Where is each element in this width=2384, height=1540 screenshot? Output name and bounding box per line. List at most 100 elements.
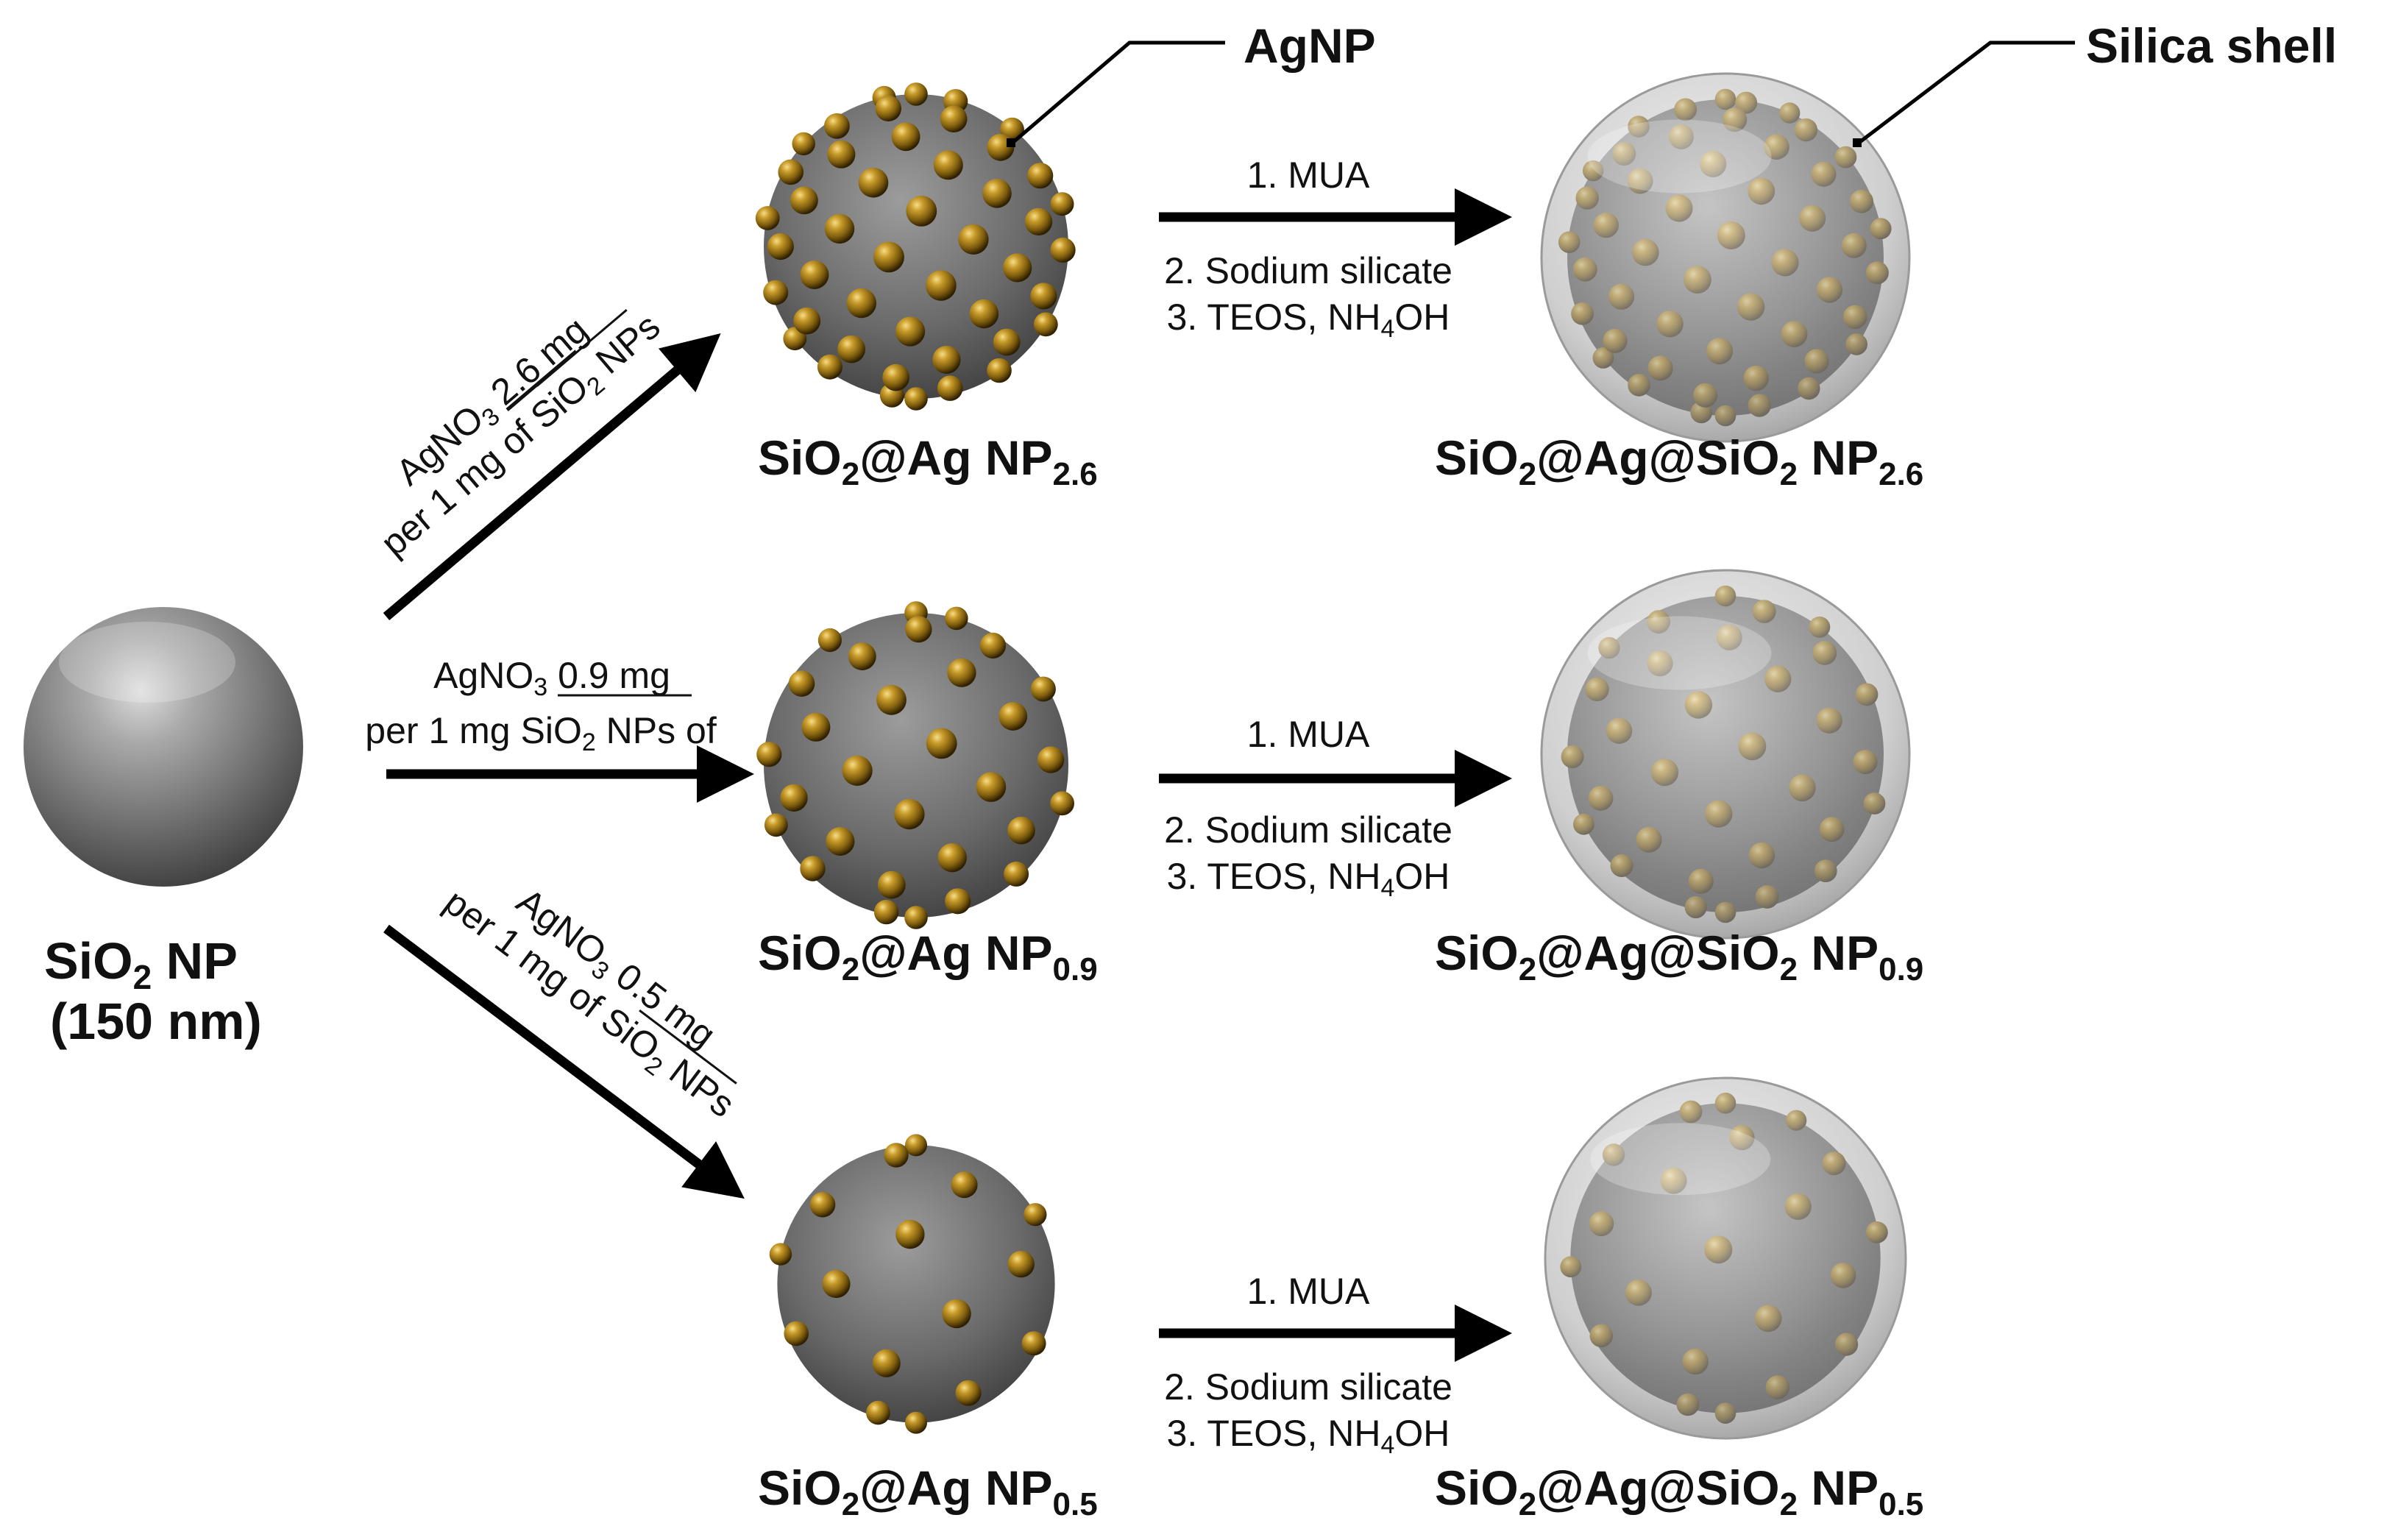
silver-nanoparticle	[846, 288, 877, 319]
silver-nanoparticle	[945, 888, 971, 915]
silver-nanoparticle	[942, 1299, 971, 1329]
silver-nanoparticle	[895, 1219, 925, 1249]
core-shell-particle-0.9	[1540, 569, 1911, 940]
svg-text:1. MUA: 1. MUA	[1247, 1271, 1370, 1312]
silver-nanoparticle	[780, 784, 808, 812]
coating-steps-row-0.5: 1. MUA 2. Sodium silicate 3. TEOS, NH4OH	[1164, 1271, 1452, 1459]
silver-nanoparticle	[951, 1171, 978, 1199]
silver-nanoparticle	[1030, 676, 1056, 702]
silver-nanoparticle	[894, 798, 925, 830]
svg-text:2. Sodium silicate: 2. Sodium silicate	[1164, 1366, 1452, 1408]
silica-shell-leader-line	[1856, 40, 2075, 145]
silver-nanoparticle	[784, 1321, 809, 1346]
svg-text:2. Sodium silicate: 2. Sodium silicate	[1164, 250, 1452, 291]
svg-text:3. TEOS, NH4OH: 3. TEOS, NH4OH	[1167, 297, 1450, 343]
silver-nanoparticle	[979, 632, 1006, 659]
silver-nanoparticle	[945, 606, 968, 631]
silver-nanoparticle	[1021, 1331, 1046, 1356]
silver-nanoparticle	[873, 241, 904, 273]
silver-nanoparticle	[873, 899, 899, 925]
silver-nanoparticle	[1024, 207, 1053, 235]
core-nanoparticle	[24, 607, 303, 887]
silver-nanoparticle	[904, 387, 928, 411]
svg-text:1. MUA: 1. MUA	[1247, 155, 1370, 196]
silver-nanoparticle	[1033, 312, 1058, 337]
silver-nanoparticle	[837, 335, 865, 363]
silver-nanoparticle	[800, 260, 829, 289]
silver-decorated-particles	[755, 82, 1076, 1434]
coating-steps-row-0.9: 1. MUA 2. Sodium silicate 3. TEOS, NH4OH	[1164, 714, 1452, 902]
first-step-arrows	[383, 333, 754, 1199]
silver-nanoparticle	[1007, 816, 1035, 845]
mid-label-2.6: SiO2@Ag NP2.6	[758, 430, 1098, 492]
silver-nanoparticle	[998, 702, 1028, 731]
second-step-arrows	[1159, 188, 1512, 1362]
silica-shell	[1540, 72, 1911, 443]
silver-nanoparticle	[800, 856, 826, 881]
silver-nanoparticle	[884, 1143, 909, 1168]
silver-nanoparticle	[801, 712, 831, 742]
silver-nanoparticle	[767, 233, 794, 260]
silver-nanoparticle	[1027, 163, 1054, 189]
silver-nanoparticle	[982, 178, 1012, 208]
silver-nanoparticle	[1050, 192, 1074, 216]
silver-nanoparticle	[769, 1243, 792, 1266]
silver-nanoparticle	[891, 122, 920, 152]
silver-nanoparticle	[842, 755, 873, 786]
shell-coated-particles	[1540, 72, 1911, 1440]
silver-nanoparticle	[778, 159, 803, 185]
silver-nanoparticle	[882, 363, 909, 391]
silver-nanoparticle	[1050, 237, 1076, 263]
silver-nanoparticle	[926, 270, 957, 301]
silver-nanoparticle	[1030, 283, 1057, 310]
silver-nanoparticle	[790, 186, 818, 215]
silver-nanoparticle	[987, 358, 1012, 383]
silver-nanoparticle	[848, 642, 876, 670]
silver-nanoparticle	[817, 628, 842, 653]
core-shell-particle-2.6	[1540, 72, 1911, 443]
coating-steps-row-2.6: 1. MUA 2. Sodium silicate 3. TEOS, NH4OH	[1164, 155, 1452, 343]
silver-nanoparticle	[932, 345, 961, 375]
silica-shell	[1544, 1076, 1907, 1440]
silver-nanoparticle	[895, 316, 926, 347]
silver-nanoparticle	[937, 843, 967, 873]
silver-nanoparticle	[866, 1400, 890, 1425]
silver-nanoparticle	[792, 132, 815, 156]
silver-nanoparticle	[826, 827, 855, 856]
silver-nanoparticle	[788, 670, 815, 697]
silver-nanoparticle	[955, 1380, 982, 1406]
final-label-2.6: SiO2@Ag@SiO2 NP2.6	[1435, 430, 1923, 492]
silver-nanoparticle	[763, 280, 789, 305]
silver-particle-0.5	[769, 1134, 1055, 1434]
silver-nanoparticle	[822, 1269, 851, 1299]
silica-shell-label: Silica shell	[2086, 18, 2337, 73]
silver-nanoparticle	[905, 1411, 927, 1434]
silver-nanoparticle	[958, 224, 989, 255]
final-label-0.5: SiO2@Ag@SiO2 NP0.5	[1435, 1461, 1923, 1522]
agnp-label: AgNP	[1244, 18, 1376, 73]
silver-nanoparticle	[933, 150, 963, 180]
silver-nanoparticle	[926, 728, 957, 759]
silver-nanoparticle	[947, 658, 976, 687]
silver-nanoparticle	[793, 307, 821, 335]
arrow-to-row-2.6	[383, 333, 721, 620]
silver-nanoparticle	[1037, 746, 1065, 773]
callout-lines	[1007, 40, 2075, 147]
silver-nanoparticle	[1050, 791, 1074, 816]
core-label: SiO2 NP	[44, 932, 238, 996]
silver-nanoparticle	[755, 206, 780, 230]
core-size-label: (150 nm)	[50, 993, 262, 1050]
silver-nanoparticle	[905, 1134, 927, 1157]
silver-nanoparticle	[824, 213, 855, 244]
silver-nanoparticle	[876, 684, 907, 715]
silver-nanoparticle	[1007, 1250, 1035, 1278]
silver-nanoparticle	[817, 354, 842, 380]
silica-shell	[1540, 569, 1911, 940]
silver-nanoparticle	[904, 82, 928, 106]
core-shell-particle-0.5	[1544, 1076, 1907, 1440]
mid-label-0.9: SiO2@Ag NP0.9	[758, 926, 1098, 987]
svg-text:1. MUA: 1. MUA	[1247, 714, 1370, 755]
silver-particle-0.9	[756, 601, 1074, 929]
